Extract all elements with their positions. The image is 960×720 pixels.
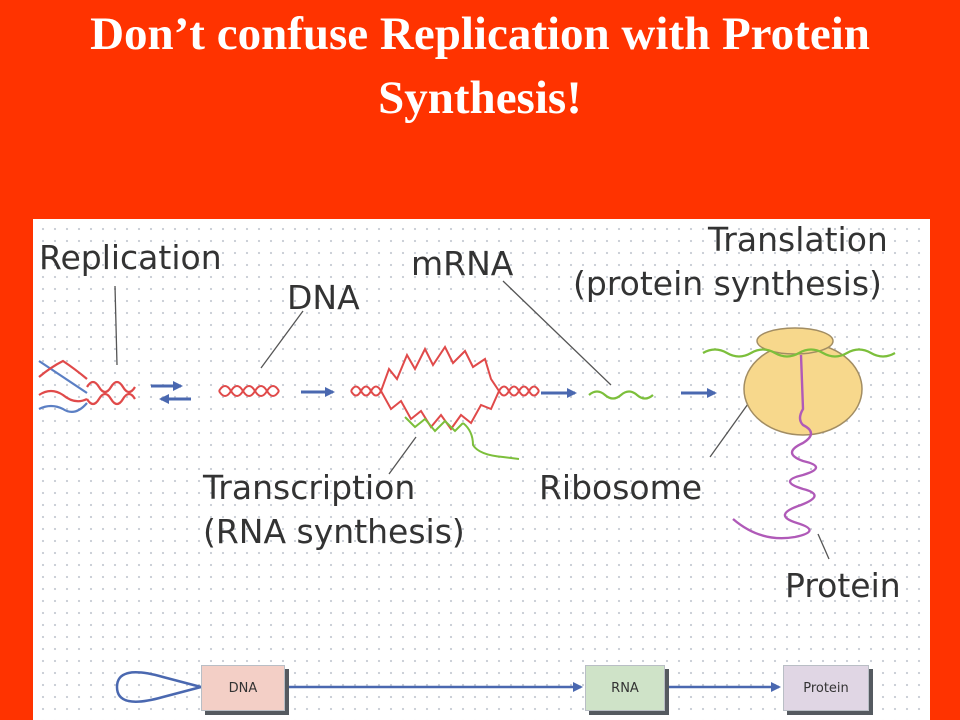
protein-box: Protein: [783, 665, 869, 711]
protein-chain: [732, 354, 818, 540]
mrna-strand: [588, 390, 654, 400]
dna-leader-line: [260, 310, 304, 369]
replication-fork-dna: [38, 359, 136, 414]
transcription-bubble: [350, 345, 540, 460]
protein-leader-line: [817, 533, 830, 560]
dna-label: DNA: [287, 278, 360, 317]
mrna-through-ribosome: [702, 348, 896, 358]
replication-leader-line: [114, 285, 118, 366]
translation-sub-label: (protein synthesis): [573, 264, 882, 303]
transcription-sub-label: (RNA synthesis): [203, 512, 465, 551]
ribosome-label: Ribosome: [539, 468, 703, 507]
diagram-graphics: [38, 280, 896, 703]
replication-label: Replication: [39, 238, 222, 277]
replication-loop: [115, 671, 202, 703]
translation-label: Translation: [708, 220, 888, 259]
protein-label: Protein: [785, 566, 901, 605]
title-line-1: Don’t confuse Replication with Protein: [90, 8, 870, 60]
title-line-2: Synthesis!: [378, 72, 582, 124]
transcription-leader-line: [388, 436, 417, 475]
central-dogma-diagram: Replication DNA mRNA Translation (protei…: [33, 219, 930, 720]
transcription-label: Transcription: [203, 468, 416, 507]
replication-arrows: [151, 381, 191, 404]
rna-box: RNA: [585, 665, 665, 711]
slide-title: Don’t confuse Replication with Protein S…: [0, 2, 960, 130]
bottom-flow: [115, 671, 781, 703]
dna-helix: [218, 385, 280, 397]
dna-box: DNA: [201, 665, 285, 711]
mrna-label: mRNA: [411, 244, 514, 283]
mrna-leader-line: [502, 280, 612, 386]
